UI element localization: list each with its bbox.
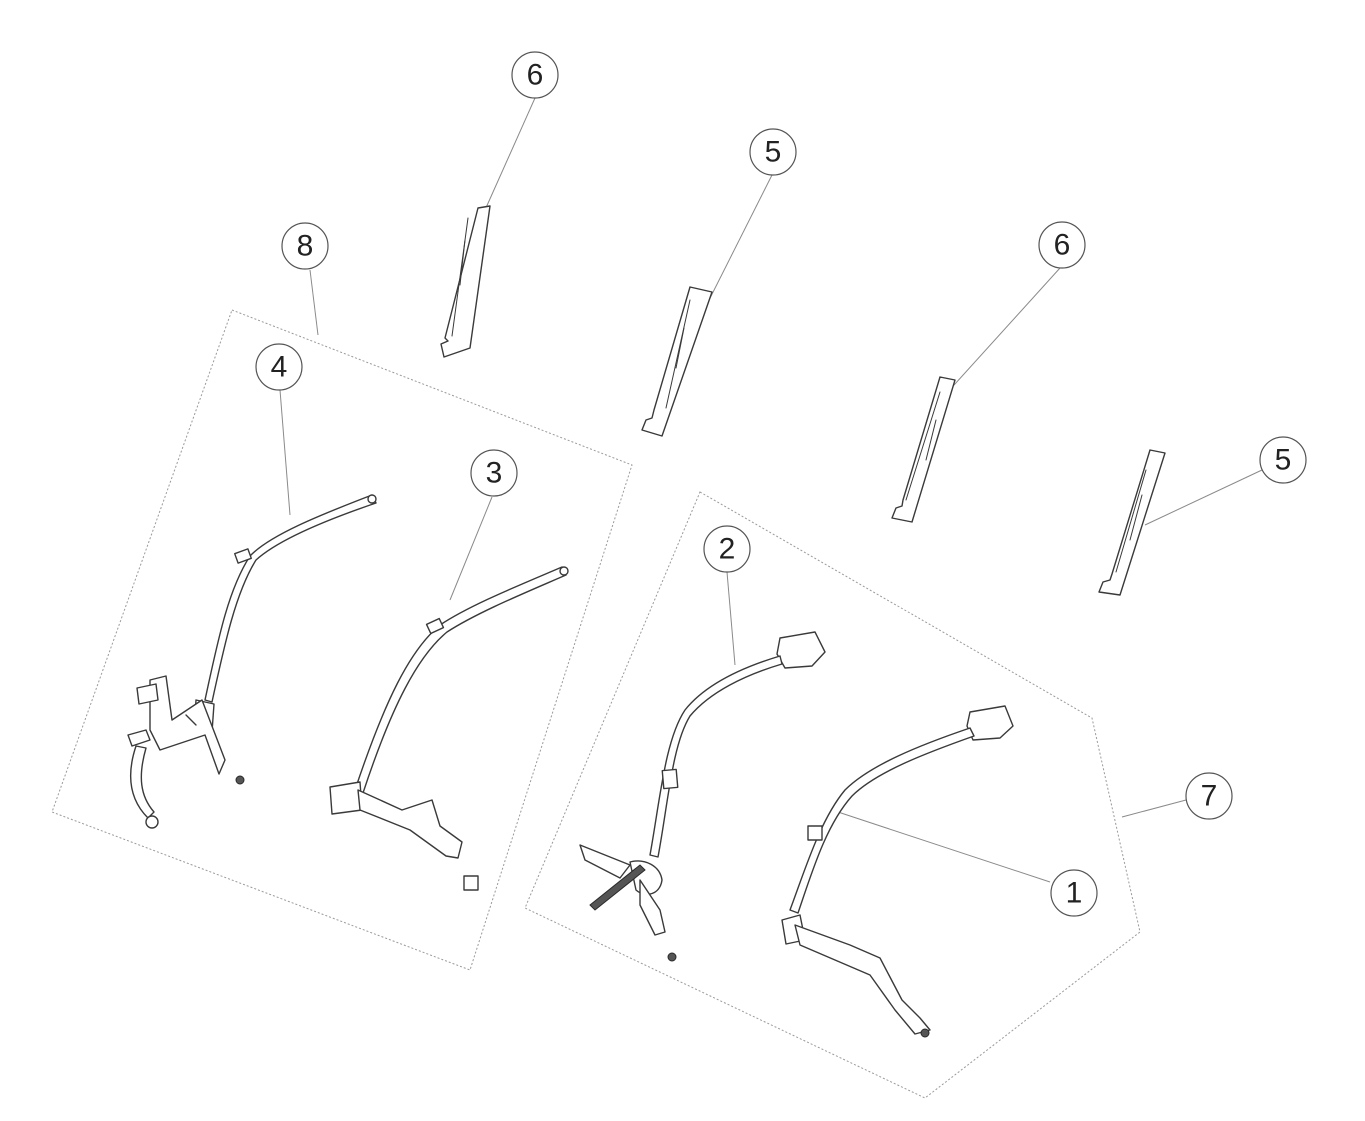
- callout-7: 7: [1185, 772, 1233, 820]
- callout-4-label: 4: [271, 351, 288, 384]
- callout-6-top: 6: [511, 51, 559, 99]
- callout-8: 8: [281, 222, 329, 270]
- callout-3: 3: [470, 449, 518, 497]
- callout-2: 2: [703, 525, 751, 573]
- callout-2-label: 2: [719, 533, 736, 566]
- slide-rail-6-right: [891, 376, 956, 523]
- callout-6-right: 6: [1038, 221, 1086, 269]
- group-8-outline: [51, 309, 633, 971]
- belt-3: [329, 566, 569, 891]
- belt-4: [127, 494, 377, 829]
- callout-5-top: 5: [749, 128, 797, 176]
- callout-5-right: 5: [1259, 436, 1307, 484]
- callout-8-label: 8: [297, 230, 314, 263]
- callout-1-label: 1: [1066, 877, 1083, 910]
- callout-5-right-label: 5: [1275, 444, 1292, 477]
- leader-lines: [279, 97, 1263, 883]
- slide-rail-5-right: [1098, 449, 1166, 596]
- callout-7-label: 7: [1201, 780, 1218, 813]
- callout-6-right-label: 6: [1054, 229, 1071, 262]
- callout-4: 4: [255, 343, 303, 391]
- callout-6-top-label: 6: [527, 59, 544, 92]
- group-7-outline: [524, 491, 1141, 1099]
- callout-3-label: 3: [486, 457, 503, 490]
- slide-rail-5-top: [641, 286, 713, 437]
- belt-1: [781, 705, 1014, 1038]
- belt-2: [579, 631, 826, 962]
- callout-1: 1: [1050, 869, 1098, 917]
- callout-5-top-label: 5: [765, 136, 782, 169]
- slide-rail-6-top: [440, 205, 491, 358]
